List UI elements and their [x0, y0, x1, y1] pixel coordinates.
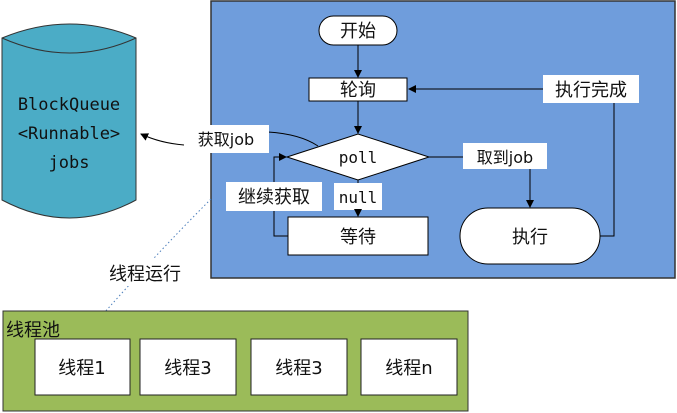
thread-label: 线程3 [164, 358, 211, 379]
fetch-job-label-bg [184, 125, 269, 153]
queue-label-line3: jobs [49, 153, 90, 173]
fetch-job-label: 获取job [198, 130, 254, 149]
wait-label: 等待 [340, 227, 376, 248]
edge-execute-to-exec-done [600, 103, 615, 237]
exec-done-label: 执行完成 [555, 80, 627, 101]
blocking-queue-cylinder: BlockQueue <Runnable> jobs [1, 23, 137, 219]
thread-item: 线程n [360, 338, 458, 396]
thread-item: 线程3 [139, 338, 237, 396]
start-node: 开始 [318, 15, 398, 46]
cylinder-body [1, 23, 137, 219]
thread-item: 线程3 [250, 338, 348, 396]
thread-label: 线程3 [275, 358, 322, 379]
thread-item: 线程1 [34, 338, 131, 396]
continue-fetch-label: 继续获取 [238, 187, 310, 208]
wait-node: 等待 [287, 216, 429, 256]
decision-label: poll [339, 148, 378, 167]
got-job-label: 取到job [477, 148, 533, 167]
null-label: null [339, 188, 378, 207]
start-label: 开始 [340, 21, 376, 42]
execute-node: 执行 [459, 207, 601, 265]
exec-done-label-bg [543, 75, 639, 103]
thread-label: 线程1 [58, 358, 105, 379]
poll-step-node: 轮询 [308, 77, 408, 102]
edge-fetch-job-to-queue [140, 133, 185, 146]
poll-step-label: 轮询 [340, 80, 376, 101]
got-job-label-bg [463, 143, 547, 169]
thread-pool: 线程池 线程1 线程3 线程3 线程n [2, 310, 469, 412]
queue-label-line1: BlockQueue [18, 95, 120, 115]
queue-label-line2: <Runnable> [18, 124, 120, 144]
thread-label: 线程n [385, 358, 432, 379]
thread-pool-title: 线程池 [6, 320, 60, 341]
edge-decision-to-fetch-job [267, 131, 319, 147]
cylinder-top-rim [1, 37, 137, 54]
null-label-bg [334, 183, 382, 210]
continue-fetch-label-bg [226, 182, 322, 211]
thread-run-label-bg [96, 258, 194, 286]
thread-run-label: 线程运行 [109, 264, 181, 285]
execute-label: 执行 [512, 227, 548, 248]
